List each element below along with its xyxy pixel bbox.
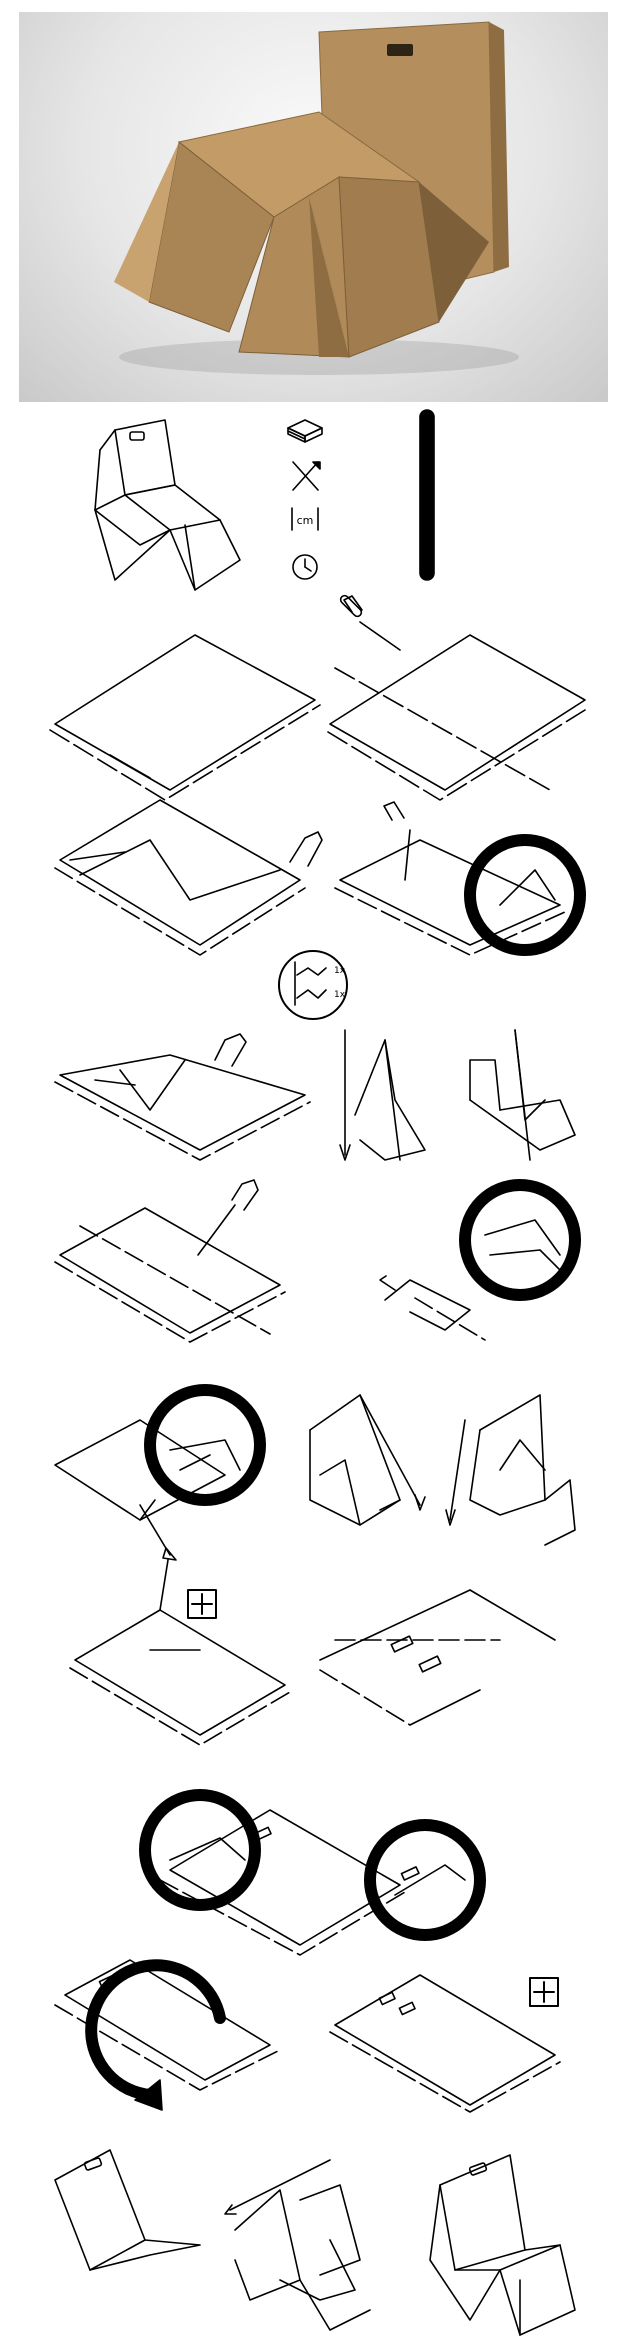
measure-icon: cm: [291, 507, 319, 531]
step-stand-result: [469, 1029, 576, 1161]
measure-label: cm: [297, 514, 314, 527]
step-mark-cutouts: [69, 1559, 291, 1746]
cutter-and-pencil-icon: [292, 461, 321, 491]
step-second-sheet-fold: [379, 1179, 581, 1341]
step-rotated-sheet: [329, 1974, 561, 2113]
glue-stick-icon: [419, 409, 435, 581]
chair-photo: [19, 12, 608, 402]
step-diagonal-cut: [54, 799, 323, 956]
step-multi-fold: [54, 1033, 311, 1161]
step-cutout-slots: [319, 1589, 556, 1726]
step-assembly: [224, 2159, 371, 2331]
step-backrest: [54, 2149, 201, 2271]
chair-overview-drawing: [94, 419, 241, 591]
step-stand-fold: [339, 1029, 426, 1161]
step-third-result: [445, 1394, 576, 1546]
step-sheet-score-lines: [327, 594, 586, 801]
step-sheet-blank: [49, 634, 321, 801]
clock-icon: [292, 554, 318, 580]
step-rotate-sheet: [54, 1959, 281, 2111]
step-second-sheet: [54, 1179, 286, 1343]
repeat-count-bottom: 1x: [334, 990, 346, 1000]
step-third-fold: [309, 1394, 426, 1526]
step-detail-circles: [139, 1789, 486, 1956]
repeat-count-top: 1x: [334, 966, 346, 976]
step-third-sheet: [54, 1384, 266, 1561]
repeat-badge: 1x 1x: [278, 950, 348, 1020]
step-fold-detail: [334, 801, 586, 956]
step-finished-chair: [429, 2154, 576, 2336]
cardboard-sheet-icon: [287, 419, 323, 443]
